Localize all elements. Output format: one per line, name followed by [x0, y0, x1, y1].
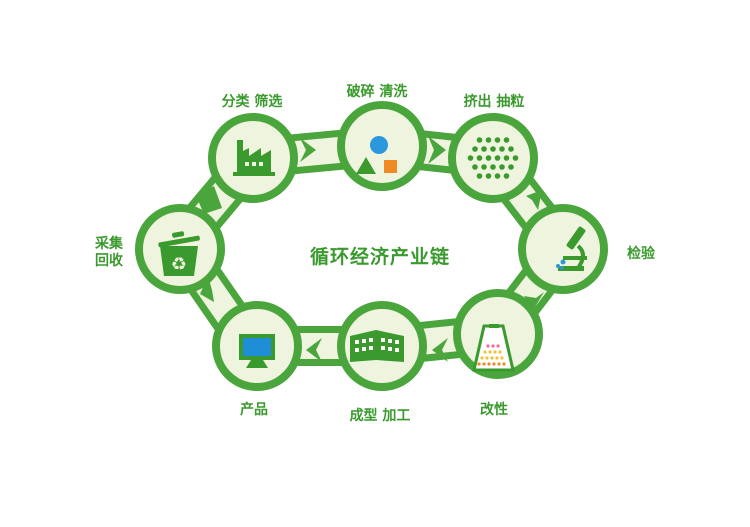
flask-dot [487, 362, 491, 366]
pellet-dot [485, 137, 492, 143]
node-inspect [518, 204, 608, 294]
svg-text:♻: ♻ [171, 254, 187, 275]
pellet-dot [481, 146, 487, 152]
diagram-title: 循环经济产业链 [309, 246, 451, 268]
pellet-dot [485, 155, 492, 161]
label-extrude: 挤出 抽粒 [463, 94, 525, 110]
label-collect-line1: 采集 [95, 236, 123, 252]
monitor-icon [239, 334, 275, 368]
flask-dot [497, 362, 501, 366]
flask-dot [483, 350, 487, 354]
arrow-extrude-to-inspect [526, 190, 542, 210]
node-sort [208, 113, 298, 203]
pellet-dot [499, 146, 505, 152]
label-form: 成型 加工 [349, 408, 411, 424]
pellet-dot [476, 137, 483, 143]
flask-dot [480, 356, 484, 360]
pellet-dot [503, 155, 510, 161]
flask-dot [491, 344, 495, 348]
pellet-dot [476, 155, 483, 161]
arrow-form-to-product [306, 338, 322, 362]
building-icon [350, 330, 404, 362]
node-crush [337, 101, 427, 191]
flow-arrows [196, 136, 544, 362]
pellet-dot [494, 173, 501, 179]
recycle-bin-icon: ♻ [158, 231, 200, 276]
flask-dot [500, 356, 504, 360]
node-form [337, 301, 427, 391]
label-sort: 分类 筛选 [221, 94, 283, 110]
node-modify [453, 289, 543, 379]
pellet-dot [472, 146, 478, 152]
pellet-dot [499, 164, 505, 170]
pellets-icon [467, 137, 519, 179]
flask-dot [482, 362, 486, 366]
label-product: 产品 [240, 402, 268, 418]
pellet-dot [481, 164, 487, 170]
flask-dot [495, 356, 499, 360]
pellet-dot [490, 164, 496, 170]
pellet-dot [476, 173, 483, 179]
arrow-sort-to-crush [300, 138, 316, 162]
node-product [212, 301, 302, 391]
arrow-product-to-collect [200, 276, 214, 302]
pellet-dot [494, 155, 501, 161]
pellet-dot [503, 173, 510, 179]
flask-dot [493, 350, 497, 354]
flask-dot [488, 350, 492, 354]
pellet-dot [503, 137, 510, 143]
factory-icon [233, 140, 275, 176]
shapes-icon [356, 136, 397, 174]
node-collect: ♻ [135, 204, 225, 294]
pellet-dot [467, 155, 474, 161]
arrow-modify-to-form [432, 338, 448, 362]
flask-dot [502, 362, 506, 366]
arrow-collect-to-sort [196, 186, 222, 214]
flask-dot [492, 362, 496, 366]
label-modify: 改性 [480, 402, 508, 418]
flask-dot [498, 350, 502, 354]
pellet-dot [494, 137, 501, 143]
pellet-dot [490, 146, 496, 152]
label-inspect: 检验 [627, 246, 655, 262]
flask-dot [485, 356, 489, 360]
label-collect: 采集 回收 [95, 236, 123, 270]
flask-dot [477, 362, 481, 366]
flask-dot [496, 344, 500, 348]
arrow-inspect-to-modify [524, 292, 544, 312]
pellet-dot [512, 155, 519, 161]
flask-icon [472, 324, 515, 372]
pellet-dot [508, 146, 514, 152]
pellet-dot [508, 164, 514, 170]
pellet-dot [472, 164, 478, 170]
label-crush: 破碎 清洗 [346, 84, 408, 100]
label-collect-line2: 回收 [95, 253, 123, 269]
microscope-icon [556, 226, 587, 271]
pellet-dot [485, 173, 492, 179]
flask-dot [490, 356, 494, 360]
node-extrude [448, 113, 538, 203]
arrow-crush-to-extrude [428, 136, 446, 164]
flask-dot [486, 344, 490, 348]
